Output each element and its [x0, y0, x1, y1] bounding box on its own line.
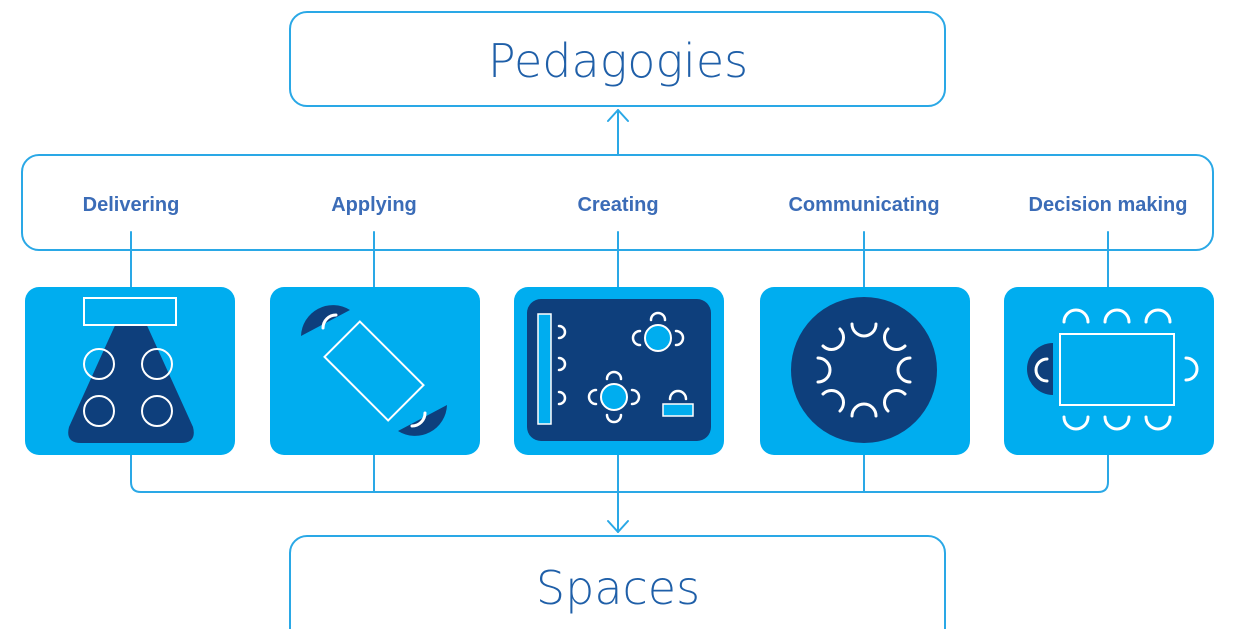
spaces-box — [289, 535, 946, 629]
group-table-top — [644, 324, 672, 352]
wall-board — [537, 313, 552, 425]
studio-layout-icon — [514, 287, 724, 455]
boardroom-table — [1059, 333, 1175, 406]
pillar-label-decision-making: Decision making — [1029, 194, 1188, 216]
ring-seat — [821, 327, 845, 351]
workshop-table-layout-icon — [270, 287, 480, 455]
ring-seat — [850, 322, 878, 338]
pillar-label-delivering: Delivering — [83, 194, 180, 216]
ring-seat — [883, 389, 907, 413]
round-table-layout-icon — [760, 287, 970, 455]
spaces-title: Spaces — [536, 561, 700, 615]
lecture-layout-icon — [25, 287, 235, 455]
pillar-label-applying: Applying — [331, 194, 417, 216]
pedagogies-title: Pedagogies — [488, 34, 748, 88]
lectern — [83, 297, 177, 326]
boardroom-layout-icon — [1004, 287, 1214, 455]
ring-seat — [816, 356, 832, 384]
up-arrowhead — [607, 109, 629, 122]
pillar-label-creating: Creating — [577, 194, 658, 216]
seat-2 — [141, 348, 173, 380]
down-arrowhead — [607, 520, 629, 533]
workshop-table — [323, 320, 425, 422]
round-table — [791, 297, 937, 443]
ring-seat — [883, 327, 907, 351]
seat-3 — [83, 395, 115, 427]
ring-seat — [850, 402, 878, 418]
ring-seat — [821, 389, 845, 413]
bottom-bracket — [130, 454, 1109, 493]
ring-seat — [896, 356, 912, 384]
seat-1 — [83, 348, 115, 380]
pedagogies-box — [289, 11, 946, 107]
small-desk — [662, 403, 694, 417]
pillar-label-communicating: Communicating — [788, 194, 939, 216]
group-table-bottom — [600, 383, 628, 411]
seat-4 — [141, 395, 173, 427]
audience-triangle — [68, 304, 194, 443]
